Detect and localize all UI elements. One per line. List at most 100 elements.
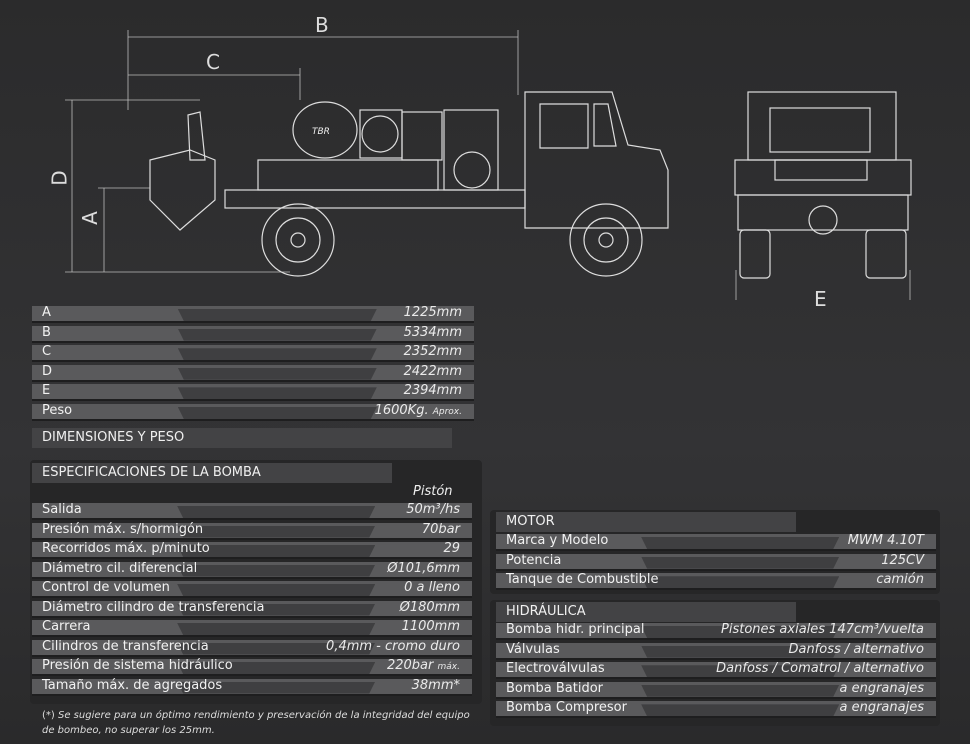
row-shade: [641, 704, 840, 717]
table-row: Potencia 125CV: [496, 552, 936, 571]
row-label: E: [42, 383, 51, 399]
row-shade: [177, 584, 376, 596]
row-value-text: 29: [443, 541, 460, 556]
row-value: Ø101,6mm: [387, 561, 460, 576]
row-shade: [641, 537, 840, 549]
table-row: Presión de sistema hidráulico 220bar máx…: [32, 658, 472, 676]
row-value: 5334mm: [404, 325, 462, 340]
row-value-text: MWM 4.10T: [847, 533, 924, 548]
table-row: Control de volumen 0 a lleno: [32, 580, 472, 598]
row-value: Danfoss / Comatrol / alternativo: [716, 661, 924, 676]
table-row: Tamaño máx. de agregados 38mm*: [32, 677, 472, 696]
table-row: Bomba Compresor a engranajes: [496, 700, 936, 719]
row-value-text: 2352mm: [403, 344, 462, 360]
row-value-suffix: Aprox.: [432, 407, 462, 417]
row-value-text: 5334mm: [403, 324, 462, 340]
row-shade: [177, 545, 376, 557]
row-label: Marca y Modelo: [506, 533, 609, 548]
truck-diagram: TBR: [65, 30, 912, 300]
row-shade: [177, 387, 377, 400]
row-value-text: Ø101,6mm: [387, 560, 460, 576]
row-label: Cilindros de transferencia: [42, 638, 209, 654]
row-shade: [177, 662, 376, 674]
table-row: Carrera 1100mm: [32, 619, 472, 637]
row-shade: [177, 328, 377, 341]
row-label: Bomba Batidor: [506, 680, 604, 696]
footnote-text: Se sugiere para un óptimo rendimiento y …: [42, 710, 470, 736]
table-row: C 2352mm: [32, 344, 474, 363]
table-row: Presión máx. s/hormigón 70bar: [32, 521, 472, 540]
table-row: Peso 1600Kg. Aprox.: [32, 403, 474, 421]
row-value-text: 125CV: [881, 552, 924, 568]
row-value-text: 0 a lleno: [404, 580, 460, 595]
row-value-text: a engranajes: [839, 700, 925, 716]
row-value-text: a engranajes: [839, 680, 925, 696]
row-value: 220bar máx.: [387, 658, 460, 673]
row-shade: [641, 576, 840, 589]
row-label: Presión de sistema hidráulico: [42, 658, 233, 673]
pump-title: ESPECIFICACIONES DE LA BOMBA: [32, 463, 632, 483]
row-label: Recorridos máx. p/minuto: [42, 541, 210, 556]
table-row: Cilindros de transferencia 0,4mm - cromo…: [32, 638, 472, 657]
row-shade: [177, 623, 376, 635]
row-value-text: 38mm*: [411, 677, 460, 693]
row-label: Carrera: [42, 619, 91, 634]
dim-label-c: C: [206, 50, 220, 74]
row-label: D: [42, 363, 53, 379]
row-value: 2352mm: [404, 344, 462, 359]
table-row: Bomba Batidor a engranajes: [496, 680, 936, 699]
row-value-text: 2394mm: [403, 383, 462, 399]
row-shade: [641, 626, 840, 638]
row-value-text: Danfoss / Comatrol / alternativo: [716, 661, 924, 677]
row-label: Control de volumen: [42, 580, 170, 595]
row-value: 1100mm: [402, 619, 460, 634]
dim-label-e: E: [814, 287, 827, 311]
table-row: D 2422mm: [32, 363, 474, 382]
row-shade: [177, 525, 376, 538]
table-row: Válvulas Danfoss / alternativo: [496, 642, 936, 660]
row-value: 2422mm: [404, 364, 462, 379]
row-label: Diámetro cil. diferencial: [42, 560, 198, 576]
row-value: 1225mm: [404, 305, 462, 320]
row-value: camión: [876, 572, 924, 587]
row-shade: [177, 348, 377, 361]
dim-label-a: A: [77, 211, 102, 225]
table-row: A 1225mm: [32, 305, 474, 323]
row-value: 125CV: [881, 553, 924, 568]
row-shade: [641, 556, 840, 569]
row-shade: [177, 642, 376, 655]
row-label: C: [42, 344, 52, 360]
row-label: Electroválvulas: [506, 661, 605, 677]
dimension-lines: [65, 30, 911, 300]
row-value-text: 2422mm: [403, 363, 462, 379]
row-shade: [177, 506, 376, 518]
row-label: Tanque de Combustible: [506, 572, 659, 588]
row-label: Presión máx. s/hormigón: [42, 521, 204, 537]
row-value: 50m³/hs: [406, 502, 460, 517]
row-value-text: 1225mm: [403, 305, 462, 320]
table-row: Recorridos máx. p/minuto 29: [32, 541, 472, 559]
row-value-text: Ø180mm: [399, 599, 460, 615]
row-value: 70bar: [422, 522, 460, 537]
row-shade: [177, 309, 377, 321]
row-value-text: 220bar: [386, 658, 434, 673]
row-label: Tamaño máx. de agregados: [42, 677, 223, 693]
table-row: B 5334mm: [32, 325, 474, 343]
truck-side-view: [149, 91, 669, 277]
row-value-text: 70bar: [421, 521, 460, 537]
table-row: Salida 50m³/hs: [32, 502, 472, 520]
row-label: Bomba hidr. principal: [506, 622, 645, 637]
row-label: Potencia: [506, 552, 562, 568]
footnote-mark: (*): [42, 710, 55, 721]
dimensions-title: DIMENSIONES Y PESO: [32, 428, 732, 448]
row-value: 1600Kg. Aprox.: [375, 403, 462, 418]
row-value-text: camión: [876, 572, 924, 588]
row-value-text: 1600Kg.: [374, 403, 429, 418]
table-row: Marca y Modelo MWM 4.10T: [496, 533, 936, 551]
hydraulic-title: HIDRÁULICA: [496, 602, 970, 622]
table-row: Tanque de Combustible camión: [496, 572, 936, 591]
table-row: Diámetro cil. diferencial Ø101,6mm: [32, 560, 472, 579]
row-value: 0 a lleno: [404, 580, 460, 595]
motor-title: MOTOR: [496, 512, 970, 532]
